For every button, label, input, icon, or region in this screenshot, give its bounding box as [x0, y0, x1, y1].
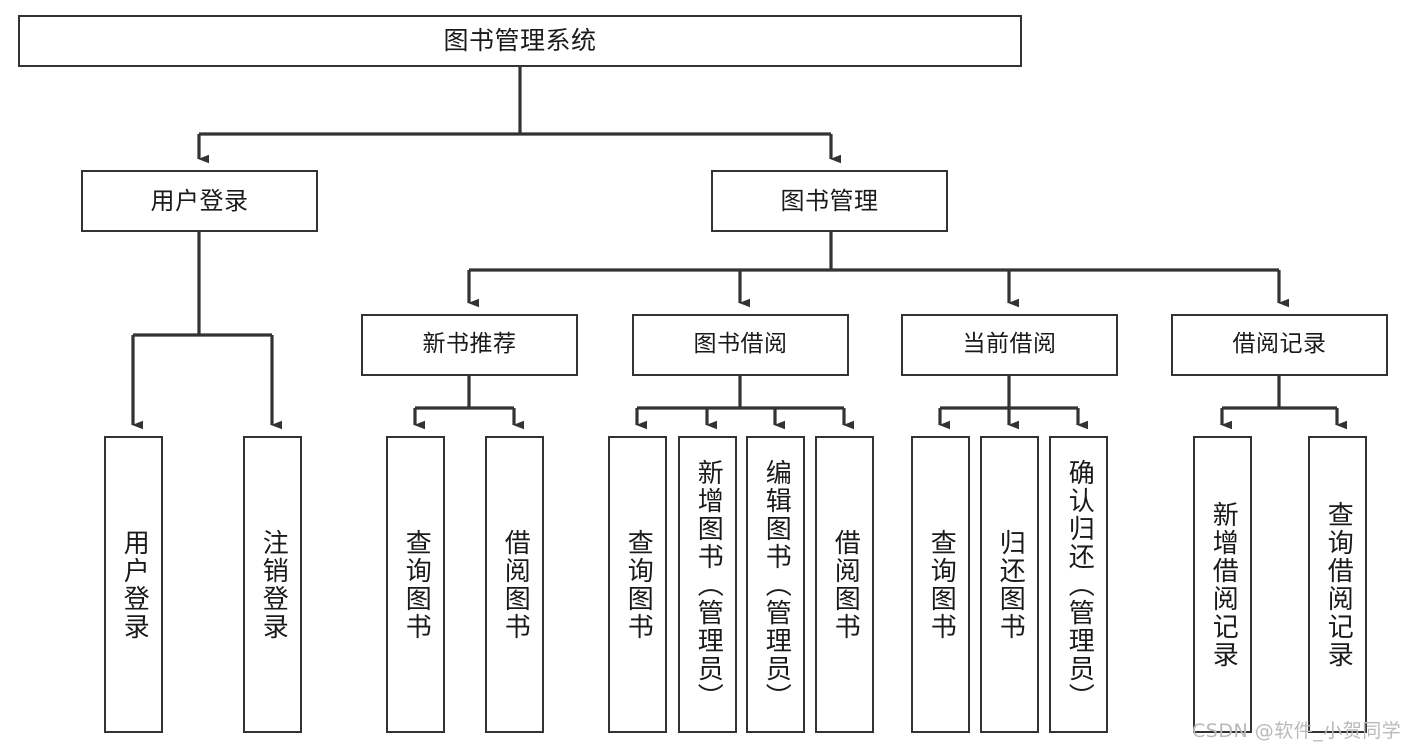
node-leaf-user-login[interactable]: 用户登录: [104, 436, 163, 733]
node-label: 编辑图书（管理员）: [761, 458, 792, 711]
node-label: 新增图书（管理员）: [693, 458, 724, 711]
node-label: 用户登录: [150, 186, 249, 215]
node-new-book-recommend[interactable]: 新书推荐: [361, 314, 578, 376]
node-root-book-management-system[interactable]: 图书管理系统: [18, 15, 1022, 67]
node-label: 查询图书: [926, 528, 957, 641]
node-label: 借阅图书: [830, 528, 861, 641]
node-label: 用户登录: [119, 528, 150, 641]
node-leaf-logout-login[interactable]: 注销登录: [243, 436, 302, 733]
node-leaf-query-book-recommend[interactable]: 查询图书: [386, 436, 445, 733]
node-label: 借阅图书: [500, 528, 531, 641]
node-label: 当前借阅: [962, 331, 1057, 358]
node-label: 借阅记录: [1232, 331, 1327, 358]
node-leaf-query-borrow-record[interactable]: 查询借阅记录: [1308, 436, 1367, 733]
node-leaf-borrow-book-recommend[interactable]: 借阅图书: [485, 436, 544, 733]
node-label: 图书借阅: [693, 331, 788, 358]
node-label: 查询借阅记录: [1323, 500, 1354, 669]
node-label: 注销登录: [258, 528, 289, 641]
node-user-login[interactable]: 用户登录: [81, 170, 318, 232]
node-leaf-confirm-return[interactable]: 确认归还（管理员）: [1049, 436, 1108, 733]
node-book-borrow[interactable]: 图书借阅: [632, 314, 849, 376]
node-borrow-record[interactable]: 借阅记录: [1171, 314, 1388, 376]
node-leaf-query-book-current[interactable]: 查询图书: [911, 436, 970, 733]
node-label: 查询图书: [401, 528, 432, 641]
node-label: 归还图书: [995, 528, 1026, 641]
node-label: 确认归还（管理员）: [1064, 458, 1095, 711]
node-leaf-add-borrow-record[interactable]: 新增借阅记录: [1193, 436, 1252, 733]
node-leaf-borrow-book[interactable]: 借阅图书: [815, 436, 874, 733]
node-label: 查询图书: [623, 528, 654, 641]
node-current-borrow[interactable]: 当前借阅: [901, 314, 1118, 376]
node-label: 新书推荐: [422, 331, 517, 358]
node-book-management[interactable]: 图书管理: [711, 170, 948, 232]
node-leaf-query-book-borrow[interactable]: 查询图书: [608, 436, 667, 733]
node-leaf-edit-book[interactable]: 编辑图书（管理员）: [746, 436, 805, 733]
csdn-watermark: CSDN @软件_小贺同学: [1192, 720, 1402, 742]
node-leaf-return-book[interactable]: 归还图书: [980, 436, 1039, 733]
node-leaf-add-book[interactable]: 新增图书（管理员）: [678, 436, 737, 733]
node-label: 图书管理: [780, 186, 879, 215]
node-label: 图书管理系统: [443, 26, 597, 56]
node-label: 新增借阅记录: [1208, 500, 1239, 669]
